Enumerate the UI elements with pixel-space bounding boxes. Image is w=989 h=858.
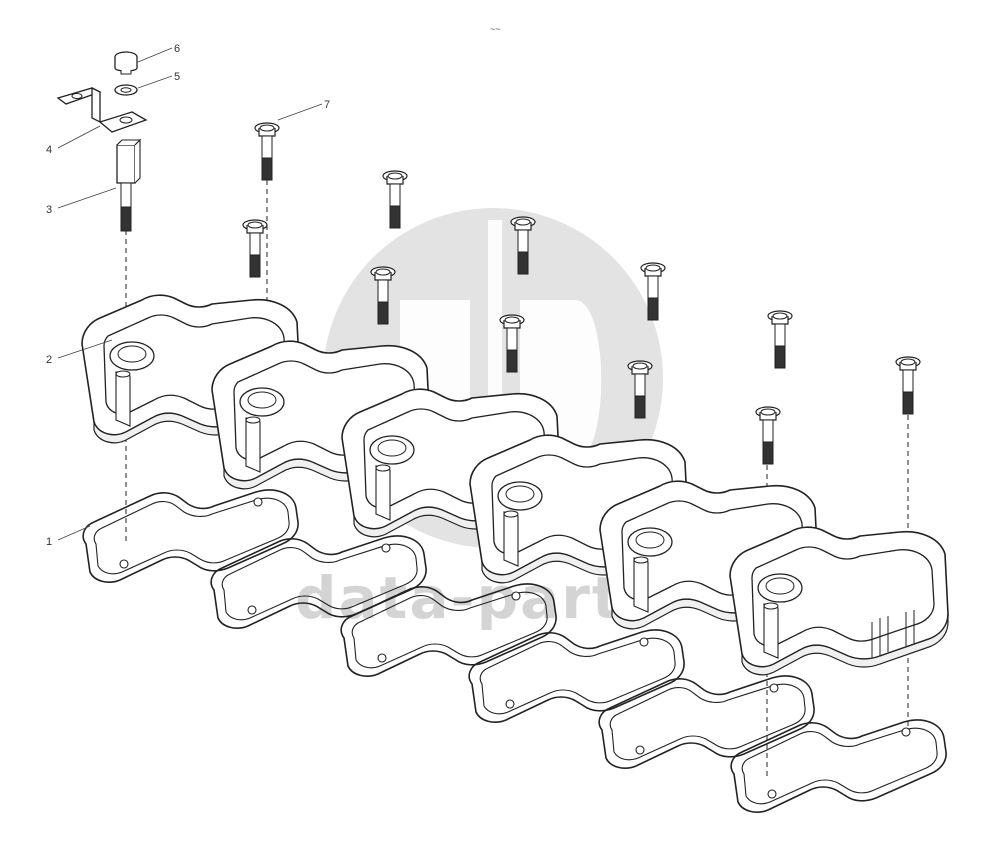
callout-6: 6 [174,43,180,55]
screw-1 [254,122,280,181]
screw-11 [755,406,781,465]
callout-7: 7 [324,99,330,111]
callout-leaders [57,47,323,541]
callout-labels: 1 2 3 4 5 6 7 [46,43,330,548]
gasket-5 [598,675,815,769]
gasket-4 [468,629,685,723]
screw-3 [242,219,268,278]
gasket-1 [82,489,299,583]
callout-1: 1 [46,536,52,548]
callout-3: 3 [46,204,52,216]
valve-cover-6 [729,526,949,676]
callout-4: 4 [46,144,52,156]
bracket-part-4 [56,86,148,133]
cap-nut-part-6 [114,51,138,75]
washer-part-5 [114,84,138,96]
callout-2: 2 [46,354,52,366]
top-mark: ~~ [490,24,501,34]
stud-part-3 [116,138,142,232]
gasket-6 [730,719,947,813]
screw-2 [382,170,408,229]
callout-5: 5 [174,71,180,83]
screw-10 [895,356,921,415]
screw-8 [767,310,793,369]
